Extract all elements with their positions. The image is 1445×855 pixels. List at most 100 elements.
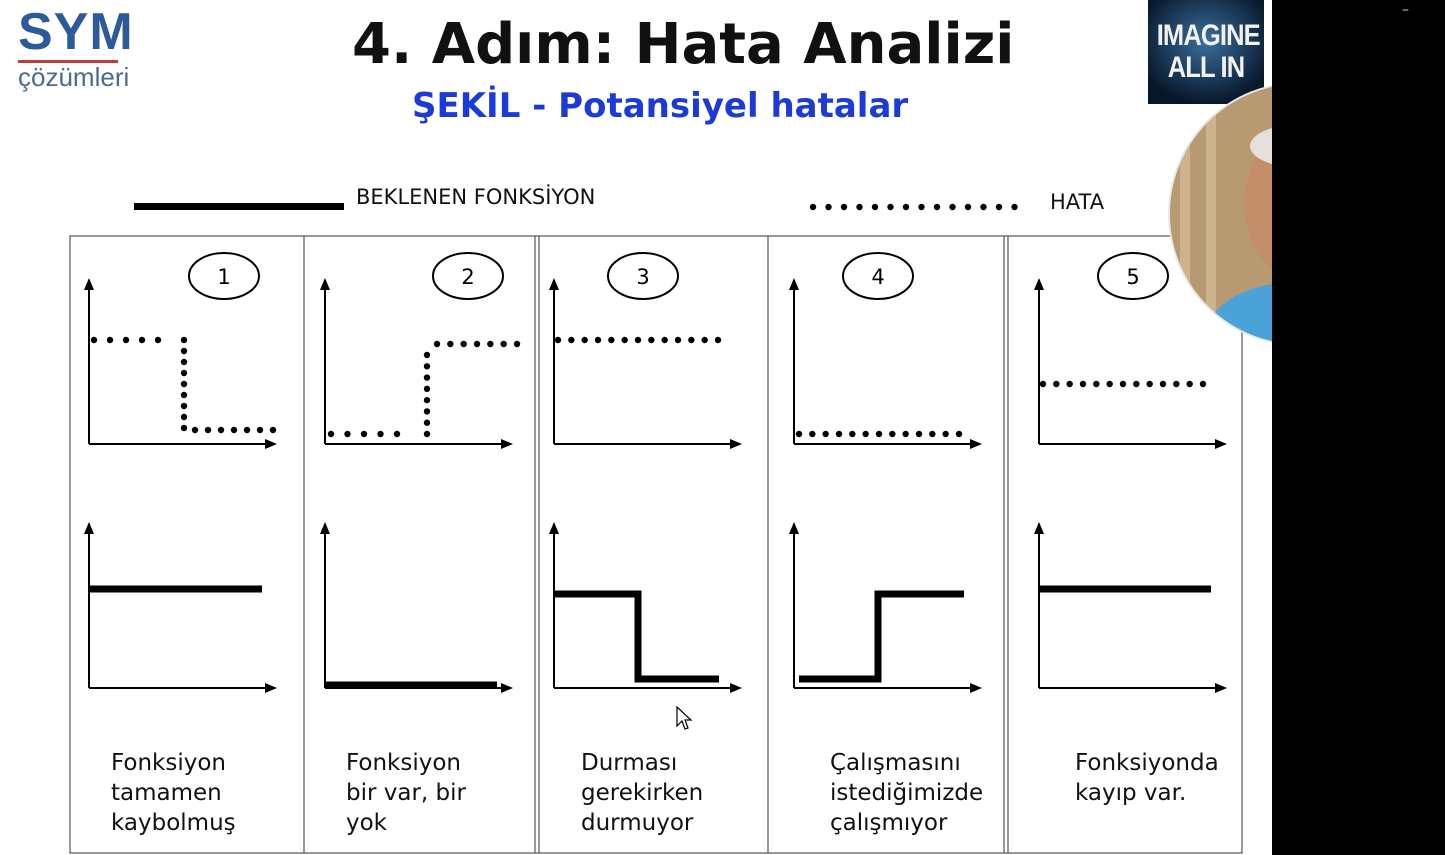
error-dot-2 bbox=[327, 430, 335, 438]
legend-dot bbox=[933, 203, 941, 211]
error-dot-1 bbox=[180, 347, 188, 355]
error-dot-2 bbox=[423, 385, 431, 393]
error-dot-2 bbox=[460, 340, 467, 348]
legend-dot bbox=[918, 203, 925, 211]
error-dot-5 bbox=[1079, 380, 1087, 388]
error-dot-3 bbox=[714, 336, 722, 344]
sym-logo: SYM çözümleri bbox=[18, 6, 134, 91]
cursor-icon bbox=[676, 706, 693, 730]
error-dot-4 bbox=[889, 430, 896, 438]
caption-2: Fonksiyon bir var, bir yok bbox=[346, 748, 466, 838]
logo-text: SYM bbox=[18, 3, 134, 61]
legend-dot bbox=[964, 203, 972, 211]
error-dot-1 bbox=[269, 426, 277, 434]
step-circle-2 bbox=[432, 252, 504, 300]
error-dot-3 bbox=[554, 336, 562, 344]
error-dot-5 bbox=[1039, 380, 1047, 388]
legend-error-label: HATA bbox=[1050, 190, 1105, 214]
error-dot-1 bbox=[180, 424, 188, 432]
expected-line-4 bbox=[799, 590, 964, 683]
figure-border bbox=[69, 235, 1243, 854]
legend-dot bbox=[1011, 203, 1018, 211]
error-dot-5 bbox=[1186, 380, 1193, 388]
step-circle-4 bbox=[842, 252, 914, 300]
error-dot-5 bbox=[1093, 380, 1100, 388]
slide-subtitle: ŞEKİL - Potansiyel hatalar bbox=[412, 86, 909, 126]
error-dot-4 bbox=[835, 430, 843, 438]
error-dot-2 bbox=[423, 363, 431, 370]
error-dot-2 bbox=[344, 430, 351, 438]
error-dot-1 bbox=[138, 336, 146, 344]
caption-1-line: tamamen bbox=[111, 780, 222, 806]
caption-4-line: Çalışmasını bbox=[830, 750, 961, 776]
caption-4-line: çalışmıyor bbox=[830, 810, 948, 836]
caption-2-line: bir var, bir bbox=[346, 780, 466, 806]
caption-2-line: yok bbox=[346, 810, 388, 836]
error-dot-5 bbox=[1133, 380, 1140, 388]
error-dot-5 bbox=[1053, 380, 1060, 388]
error-dot-5 bbox=[1199, 380, 1207, 388]
logo-subtext: çözümleri bbox=[18, 62, 130, 92]
badge-glow bbox=[1148, 0, 1264, 104]
error-dot-2 bbox=[423, 351, 431, 359]
error-dot-4 bbox=[929, 430, 936, 438]
error-dot-1 bbox=[180, 391, 188, 399]
legend-dot bbox=[856, 203, 863, 211]
error-dot-2 bbox=[423, 396, 431, 404]
error-dot-2 bbox=[500, 340, 507, 348]
error-dot-1 bbox=[154, 336, 162, 344]
legend-dot bbox=[949, 203, 956, 211]
error-dot-4 bbox=[902, 430, 909, 438]
error-dot-3 bbox=[594, 336, 602, 344]
caption-3-line: gerekirken bbox=[581, 780, 704, 806]
failure-mode-figure: 1 2 3 4 5 bbox=[69, 235, 1243, 854]
expected-line-3 bbox=[554, 590, 719, 683]
caption-4: Çalışmasını istediğimizde çalışmıyor bbox=[830, 748, 983, 838]
legend-dot bbox=[871, 203, 879, 211]
caption-3-line: durmuyor bbox=[581, 810, 694, 836]
error-dot-2 bbox=[393, 430, 401, 438]
error-dot-3 bbox=[648, 336, 655, 344]
logo-underline bbox=[18, 60, 118, 63]
step-circle-1 bbox=[188, 252, 260, 300]
caption-1-line: kaybolmuş bbox=[111, 810, 236, 836]
legend-dot bbox=[980, 203, 987, 211]
error-dot-4 bbox=[915, 430, 923, 438]
step-number-2: 2 bbox=[461, 265, 474, 289]
step-number-4: 4 bbox=[871, 265, 884, 289]
error-dot-1 bbox=[180, 358, 188, 366]
legend-dot bbox=[995, 203, 1003, 211]
error-dot-4 bbox=[822, 430, 829, 438]
error-dot-1 bbox=[204, 426, 212, 434]
error-dot-4 bbox=[875, 430, 883, 438]
error-dot-4 bbox=[862, 430, 869, 438]
error-dot-2 bbox=[423, 430, 431, 438]
legend-error-dots bbox=[809, 203, 1018, 211]
error-dot-3 bbox=[581, 336, 588, 344]
error-dot-1 bbox=[230, 426, 238, 434]
error-dot-3 bbox=[688, 336, 695, 344]
caption-3-line: Durması bbox=[581, 750, 678, 776]
error-dot-2 bbox=[513, 340, 521, 348]
caption-1-line: Fonksiyon bbox=[111, 750, 227, 776]
error-dot-1 bbox=[180, 336, 188, 344]
error-dot-1 bbox=[180, 413, 188, 421]
error-dot-2 bbox=[487, 340, 494, 348]
error-dot-2 bbox=[423, 374, 431, 381]
error-dot-4 bbox=[942, 430, 949, 438]
error-dot-5 bbox=[1106, 380, 1113, 388]
error-dot-5 bbox=[1159, 380, 1167, 388]
legend-dot bbox=[825, 203, 832, 211]
error-dot-2 bbox=[360, 430, 368, 438]
minimize-button[interactable]: – bbox=[1402, 2, 1409, 18]
error-dot-2 bbox=[423, 419, 431, 426]
error-dot-5 bbox=[1119, 380, 1127, 388]
step-circle-3 bbox=[607, 252, 679, 300]
error-dot-3 bbox=[661, 336, 668, 344]
error-dot-4 bbox=[849, 430, 856, 438]
error-dot-3 bbox=[701, 336, 708, 344]
legend-expected-line bbox=[134, 203, 344, 210]
error-dot-3 bbox=[608, 336, 615, 344]
error-dot-4 bbox=[795, 430, 803, 438]
caption-3: Durması gerekirken durmuyor bbox=[581, 748, 703, 838]
